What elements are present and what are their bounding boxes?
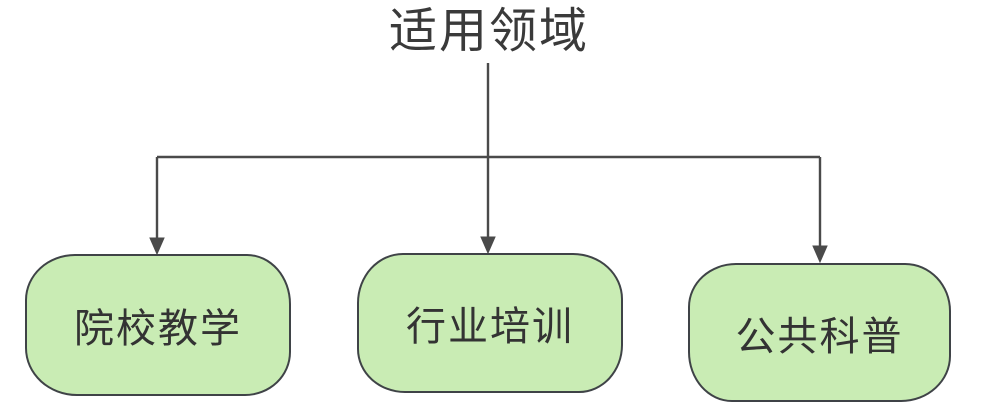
- arrowhead-right-icon: [812, 245, 828, 264]
- node-industry-training-label: 行业培训: [406, 305, 574, 349]
- arrowhead-middle-icon: [480, 236, 496, 255]
- diagram-title: 适用领域: [388, 5, 589, 58]
- node-public-science: 公共科普: [688, 263, 951, 402]
- node-public-science-label: 公共科普: [735, 314, 904, 359]
- node-industry-training: 行业培训: [357, 253, 623, 393]
- node-school-teaching-label: 院校教学: [74, 307, 242, 351]
- arrowhead-left-icon: [149, 237, 165, 256]
- node-school-teaching: 院校教学: [25, 254, 291, 396]
